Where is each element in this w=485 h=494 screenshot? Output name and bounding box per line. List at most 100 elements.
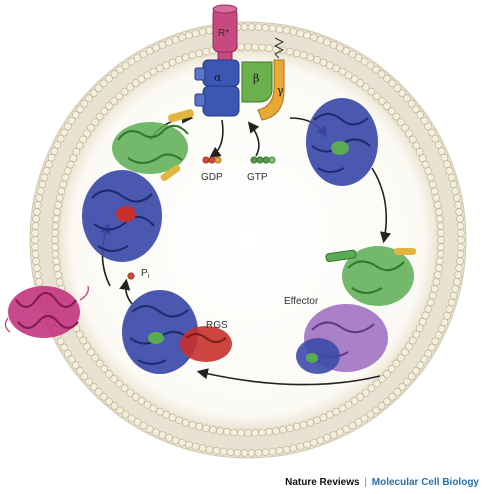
lipid-head xyxy=(149,67,158,76)
lipid-head xyxy=(91,354,100,362)
lipid-head xyxy=(388,79,397,88)
lipid-head xyxy=(244,43,252,51)
lipid-head xyxy=(127,414,136,423)
lipid-head xyxy=(329,431,338,439)
lipid-head xyxy=(198,28,207,36)
lipid-head xyxy=(127,57,136,66)
lipid-head xyxy=(437,147,446,156)
lipid-head xyxy=(350,75,359,83)
lipid-head xyxy=(209,425,217,434)
lipid-head xyxy=(143,400,152,409)
gamma-label: γ xyxy=(277,84,284,97)
lipid-head xyxy=(181,418,190,427)
lipid-head xyxy=(32,215,40,223)
gtp-binding-arrow xyxy=(247,121,260,157)
lipid-head xyxy=(69,154,78,162)
journal-credit: Nature Reviews | Molecular Cell Biology xyxy=(285,477,479,488)
lipid-head xyxy=(52,257,60,265)
lipid-head xyxy=(54,271,63,279)
lipid-head xyxy=(110,402,119,410)
lipid-head xyxy=(372,92,381,101)
lipid-head xyxy=(435,264,443,272)
lipid-head xyxy=(456,250,465,258)
lipid-head xyxy=(454,271,462,279)
lipid-head xyxy=(63,122,72,131)
protein-structure-heterotrimer xyxy=(82,109,194,262)
lipid-head xyxy=(449,180,458,189)
lipid-head xyxy=(329,41,338,49)
lipid-head xyxy=(293,422,301,431)
lipid-head xyxy=(436,250,445,258)
lipid-head xyxy=(105,102,113,110)
lipid-head xyxy=(447,298,456,307)
lipid-head xyxy=(133,54,142,62)
lipid-head xyxy=(432,194,441,202)
protein-structure-effector: Effector xyxy=(284,296,388,374)
lipid-head xyxy=(247,449,256,457)
lipid-head xyxy=(403,94,411,103)
lipid-head xyxy=(247,23,256,31)
lipid-head xyxy=(188,51,197,59)
lipid-head xyxy=(420,116,429,125)
lipid-head xyxy=(366,61,375,70)
lipid-head xyxy=(265,428,273,436)
lipid-head xyxy=(115,379,124,388)
lipid-head xyxy=(219,447,228,456)
lipid-head xyxy=(418,154,427,162)
lipid-head xyxy=(401,123,409,132)
lipid-head xyxy=(443,160,451,169)
lipid-head xyxy=(412,105,420,113)
lipid-head xyxy=(76,367,84,375)
lipid-head xyxy=(332,64,341,73)
lipid-head xyxy=(198,444,207,452)
lipid-head xyxy=(367,384,376,393)
lipid-head xyxy=(429,180,437,189)
lipid-head xyxy=(306,418,315,427)
lipid-head xyxy=(428,343,436,352)
lipid-head xyxy=(268,24,277,33)
lipid-head xyxy=(110,97,118,105)
lipid-head xyxy=(254,23,263,32)
lipid-head xyxy=(143,71,152,80)
lipid-head xyxy=(75,330,84,339)
lipid-head xyxy=(279,425,287,434)
lipid-head xyxy=(178,438,186,447)
lipid-head xyxy=(36,187,45,195)
lipid-head xyxy=(323,38,331,47)
lipid-head xyxy=(162,61,170,70)
g-alpha-subunit: α xyxy=(194,59,240,117)
lipid-head xyxy=(360,57,369,66)
lipid-head xyxy=(316,436,325,445)
lipid-head xyxy=(226,448,235,457)
lipid-head xyxy=(372,65,380,74)
lipid-head xyxy=(429,291,437,300)
lipid-head xyxy=(71,111,80,119)
lipid-head xyxy=(240,449,249,457)
lipid-head xyxy=(428,128,436,137)
lipid-head xyxy=(205,445,214,454)
lipid-head xyxy=(457,236,465,244)
lipid-head xyxy=(261,23,270,32)
lipid-head xyxy=(31,236,39,244)
lipid-head xyxy=(191,29,200,38)
lipid-head xyxy=(412,141,421,150)
lipid-head xyxy=(181,53,190,62)
lipid-head xyxy=(362,83,370,92)
lipid-head xyxy=(165,38,173,47)
lipid-head xyxy=(453,278,461,286)
lipid-head xyxy=(344,71,353,80)
lipid-head xyxy=(185,440,193,449)
lipid-head xyxy=(100,364,109,373)
lipid-head xyxy=(94,84,103,92)
lipid-head xyxy=(319,58,328,67)
credit-separator: | xyxy=(364,477,367,488)
lipid-head xyxy=(237,43,245,51)
lipid-head xyxy=(455,264,463,272)
lipid-head xyxy=(202,47,210,56)
lipid-head xyxy=(139,421,148,430)
lipid-head xyxy=(47,153,56,162)
lipid-head xyxy=(451,285,460,293)
lipid-head xyxy=(366,410,375,419)
lipid-head xyxy=(67,355,76,364)
lipid-head xyxy=(31,243,39,251)
